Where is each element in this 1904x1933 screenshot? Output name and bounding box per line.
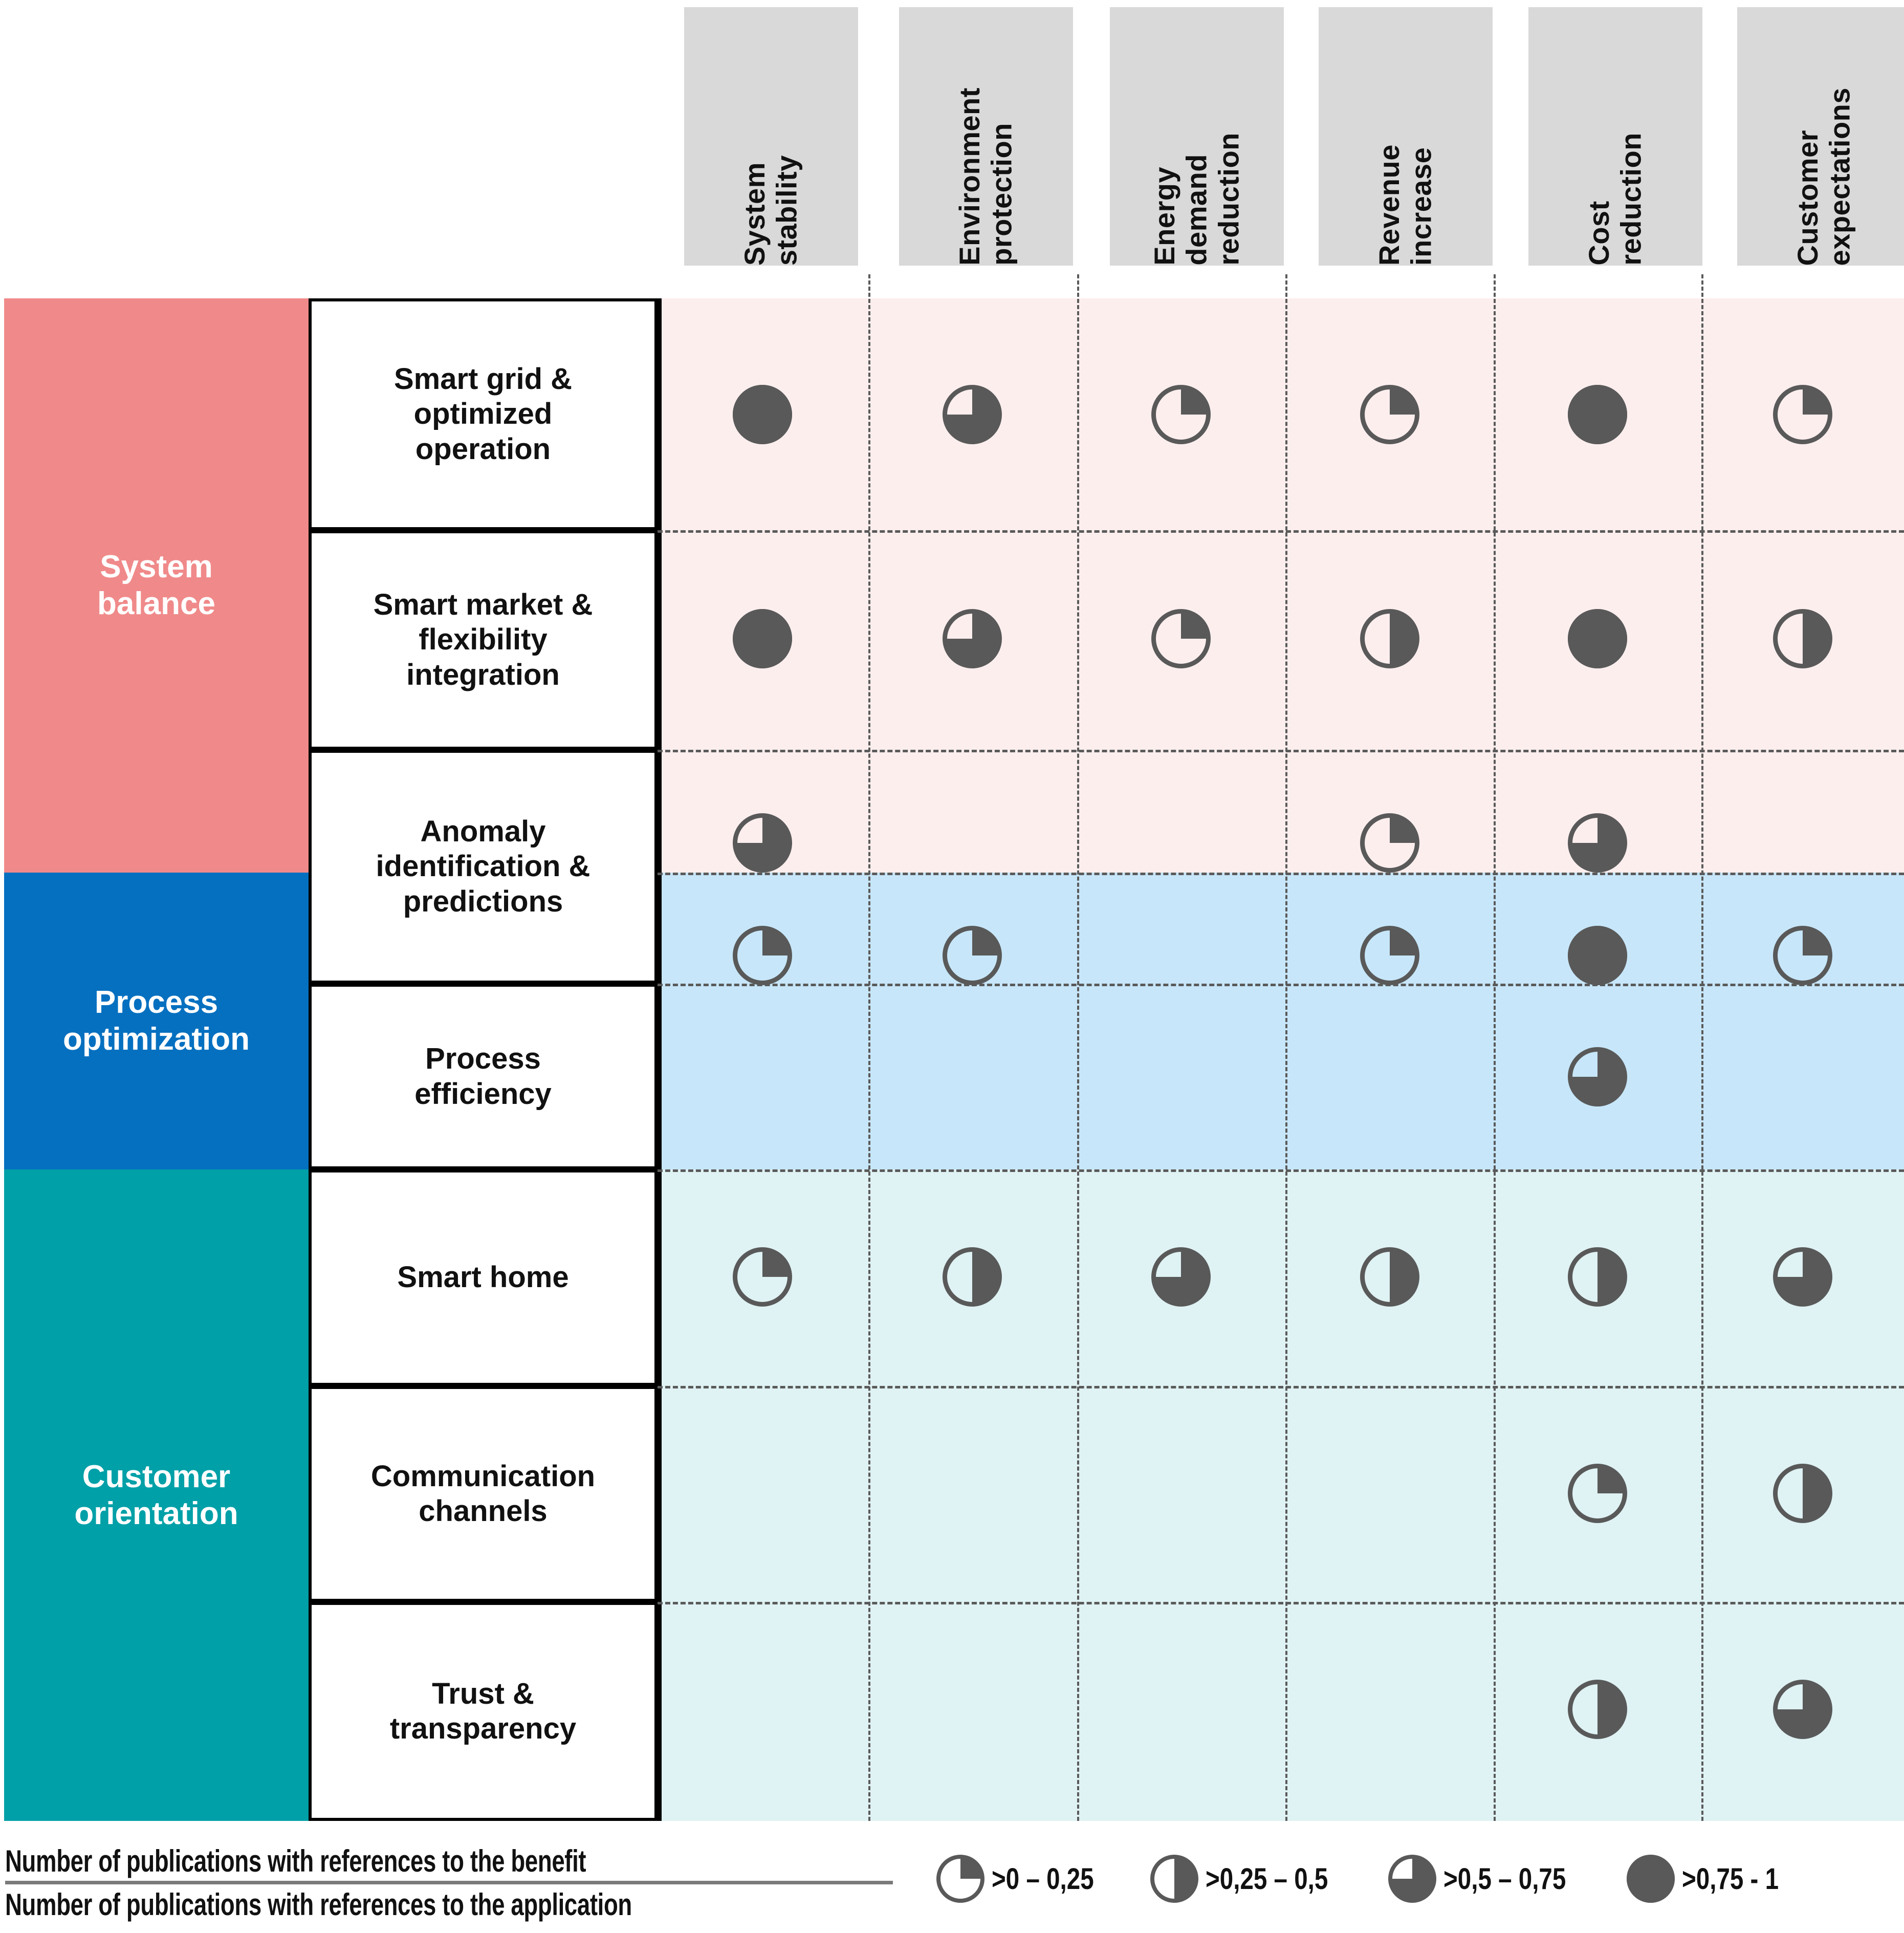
legend-label: >0,25 – 0,5: [1205, 1862, 1328, 1896]
harvey-ball-smart-grid-optimized-operation-energy-demand-reduction: [1151, 385, 1211, 444]
legend-label: >0,75 - 1: [1682, 1862, 1779, 1896]
column-header-customer-expectations: Customer expectations: [1737, 7, 1904, 266]
harvey-ball-smart-home-cost-reduction: [1568, 1247, 1627, 1307]
harvey-ball-smart-home-customer-expectations: [1773, 1247, 1832, 1307]
legend-label: >0,5 – 0,75: [1443, 1862, 1566, 1896]
column-header-label: System stability: [738, 155, 803, 266]
harvey-ball-smart-home-revenue-increase: [1360, 1247, 1419, 1307]
grid-vline-4: [1494, 274, 1496, 1821]
column-header-row: System stability Environment protection …: [684, 7, 1904, 273]
harvey-ball-anomaly-identification-predictions-b-revenue-increase: [1360, 926, 1419, 985]
grid-hline-4: [658, 984, 1904, 986]
application-box-smart-market-flexibility-integration[interactable]: Smart market & flexibility integration: [309, 530, 658, 750]
harvey-ball-smart-market-flexibility-integration-energy-demand-reduction: [1151, 609, 1211, 668]
group-label: System balance: [97, 549, 215, 621]
harvey-ball-smart-home-energy-demand-reduction: [1151, 1247, 1211, 1307]
column-header-energy-demand-reduction: Energy demand reduction: [1110, 7, 1284, 266]
column-header-label: Environment protection: [953, 88, 1018, 266]
application-label: Trust & transparency: [389, 1677, 577, 1745]
harvey-ball-smart-grid-optimized-operation-revenue-increase: [1360, 385, 1419, 444]
legend-label: >0 – 0,25: [992, 1862, 1094, 1896]
group-block-process-optimization: Process optimization: [4, 873, 309, 1169]
column-header-label: Cost reduction: [1583, 133, 1647, 266]
grid-hline-5: [658, 1169, 1904, 1172]
harvey-ball-smart-market-flexibility-integration-cost-reduction: [1568, 609, 1627, 668]
harvey-ball-process-efficiency-cost-reduction: [1568, 1047, 1627, 1106]
legend: Number of publications with references t…: [0, 1832, 1904, 1933]
harvey-ball-smart-market-flexibility-integration-customer-expectations: [1773, 609, 1832, 668]
harvey-ball-trust-transparency-cost-reduction: [1568, 1680, 1627, 1739]
grid-hline-3: [658, 873, 1904, 875]
application-label: Anomaly identification & predictions: [376, 814, 590, 918]
legend-scale: >0 – 0,25 >0,25 – 0,5 >0,5 – 0,75 >0,75 - 1: [936, 1855, 1800, 1903]
application-label: Smart grid & optimized operation: [393, 362, 573, 466]
harvey-ball-anomaly-identification-predictions-b-cost-reduction: [1568, 926, 1627, 985]
group-label: Process optimization: [62, 985, 250, 1057]
grid-vline-2: [1077, 274, 1079, 1821]
column-header-label: Revenue increase: [1373, 144, 1437, 266]
harvey-ball-communication-channels-customer-expectations: [1773, 1464, 1832, 1523]
column-header-environment-protection: Environment protection: [899, 7, 1073, 266]
grid-vline-1: [868, 274, 870, 1821]
application-box-process-efficiency[interactable]: Process efficiency: [309, 984, 658, 1169]
harvey-ball-smart-market-flexibility-integration-revenue-increase: [1360, 609, 1419, 668]
column-header-cost-reduction: Cost reduction: [1528, 7, 1702, 266]
band-process-optimization: [658, 873, 1904, 1169]
matrix-left-border: [658, 298, 662, 1821]
column-header-label: Customer expectations: [1791, 87, 1856, 266]
application-label: Smart market & flexibility integration: [373, 588, 593, 691]
column-header-label: Energy demand reduction: [1148, 133, 1245, 266]
harvey-ball-smart-market-flexibility-integration-environment-protection: [943, 609, 1002, 668]
harvey-ball-smart-grid-optimized-operation-environment-protection: [943, 385, 1002, 444]
application-label: Smart home: [397, 1261, 569, 1294]
application-box-smart-home[interactable]: Smart home: [309, 1169, 658, 1386]
legend-denominator: Number of publications with references t…: [5, 1887, 632, 1922]
legend-three-quarter: >0,5 – 0,75: [1388, 1855, 1593, 1903]
legend-numerator: Number of publications with references t…: [5, 1844, 586, 1878]
group-block-customer-orientation: Customer orientation: [4, 1169, 309, 1821]
grid-hline-1: [658, 530, 1904, 533]
application-label: Process efficiency: [414, 1042, 552, 1111]
legend-full: >0,75 - 1: [1627, 1855, 1800, 1903]
harvey-ball-smart-grid-optimized-operation-customer-expectations: [1773, 385, 1832, 444]
application-box-smart-grid-optimized-operation[interactable]: Smart grid & optimized operation: [309, 298, 658, 530]
legend-quarter: >0 – 0,25: [936, 1855, 1117, 1903]
harvey-ball-smart-grid-optimized-operation-cost-reduction: [1568, 385, 1627, 444]
harvey-ball-anomaly-identification-predictions-b-system-stability: [733, 926, 792, 985]
harvey-ball-icon: [1150, 1855, 1198, 1903]
application-label: Communication channels: [370, 1459, 596, 1528]
application-box-anomaly-identification-predictions[interactable]: Anomaly identification & predictions: [309, 750, 658, 984]
harvey-ball-smart-market-flexibility-integration-system-stability: [733, 609, 792, 668]
harvey-ball-anomaly-identification-predictions-b-customer-expectations: [1773, 926, 1832, 985]
harvey-ball-anomaly-identification-predictions-a-cost-reduction: [1568, 813, 1627, 873]
group-block-system-balance: System balance: [4, 298, 309, 873]
band-system-balance: [658, 298, 1904, 873]
legend-formula: Number of publications with references t…: [5, 1843, 895, 1922]
harvey-ball-smart-home-environment-protection: [943, 1247, 1002, 1307]
grid-vline-5: [1701, 274, 1703, 1821]
band-customer-orientation: [658, 1169, 1904, 1821]
legend-half: >0,25 – 0,5: [1150, 1855, 1355, 1903]
harvey-ball-trust-transparency-customer-expectations: [1773, 1680, 1832, 1739]
grid-hline-7: [658, 1602, 1904, 1604]
column-header-revenue-increase: Revenue increase: [1319, 7, 1493, 266]
harvey-ball-smart-grid-optimized-operation-system-stability: [733, 385, 792, 444]
application-box-trust-transparency[interactable]: Trust & transparency: [309, 1602, 658, 1821]
harvey-ball-communication-channels-cost-reduction: [1568, 1464, 1627, 1523]
grid-vline-3: [1285, 274, 1287, 1821]
legend-fraction-bar: [5, 1881, 893, 1884]
grid-hline-6: [658, 1386, 1904, 1388]
grid-hline-2: [658, 750, 1904, 752]
harvey-ball-smart-home-system-stability: [733, 1247, 792, 1307]
harvey-ball-icon: [1388, 1855, 1437, 1903]
harvey-ball-anomaly-identification-predictions-b-environment-protection: [943, 926, 1002, 985]
column-header-system-stability: System stability: [684, 7, 858, 266]
harvey-ball-anomaly-identification-predictions-a-system-stability: [733, 813, 792, 873]
application-box-communication-channels[interactable]: Communication channels: [309, 1386, 658, 1602]
group-label: Customer orientation: [74, 1459, 238, 1531]
harvey-ball-icon: [1627, 1855, 1675, 1903]
harvey-ball-icon: [936, 1855, 984, 1903]
harvey-ball-anomaly-identification-predictions-a-revenue-increase: [1360, 813, 1419, 873]
